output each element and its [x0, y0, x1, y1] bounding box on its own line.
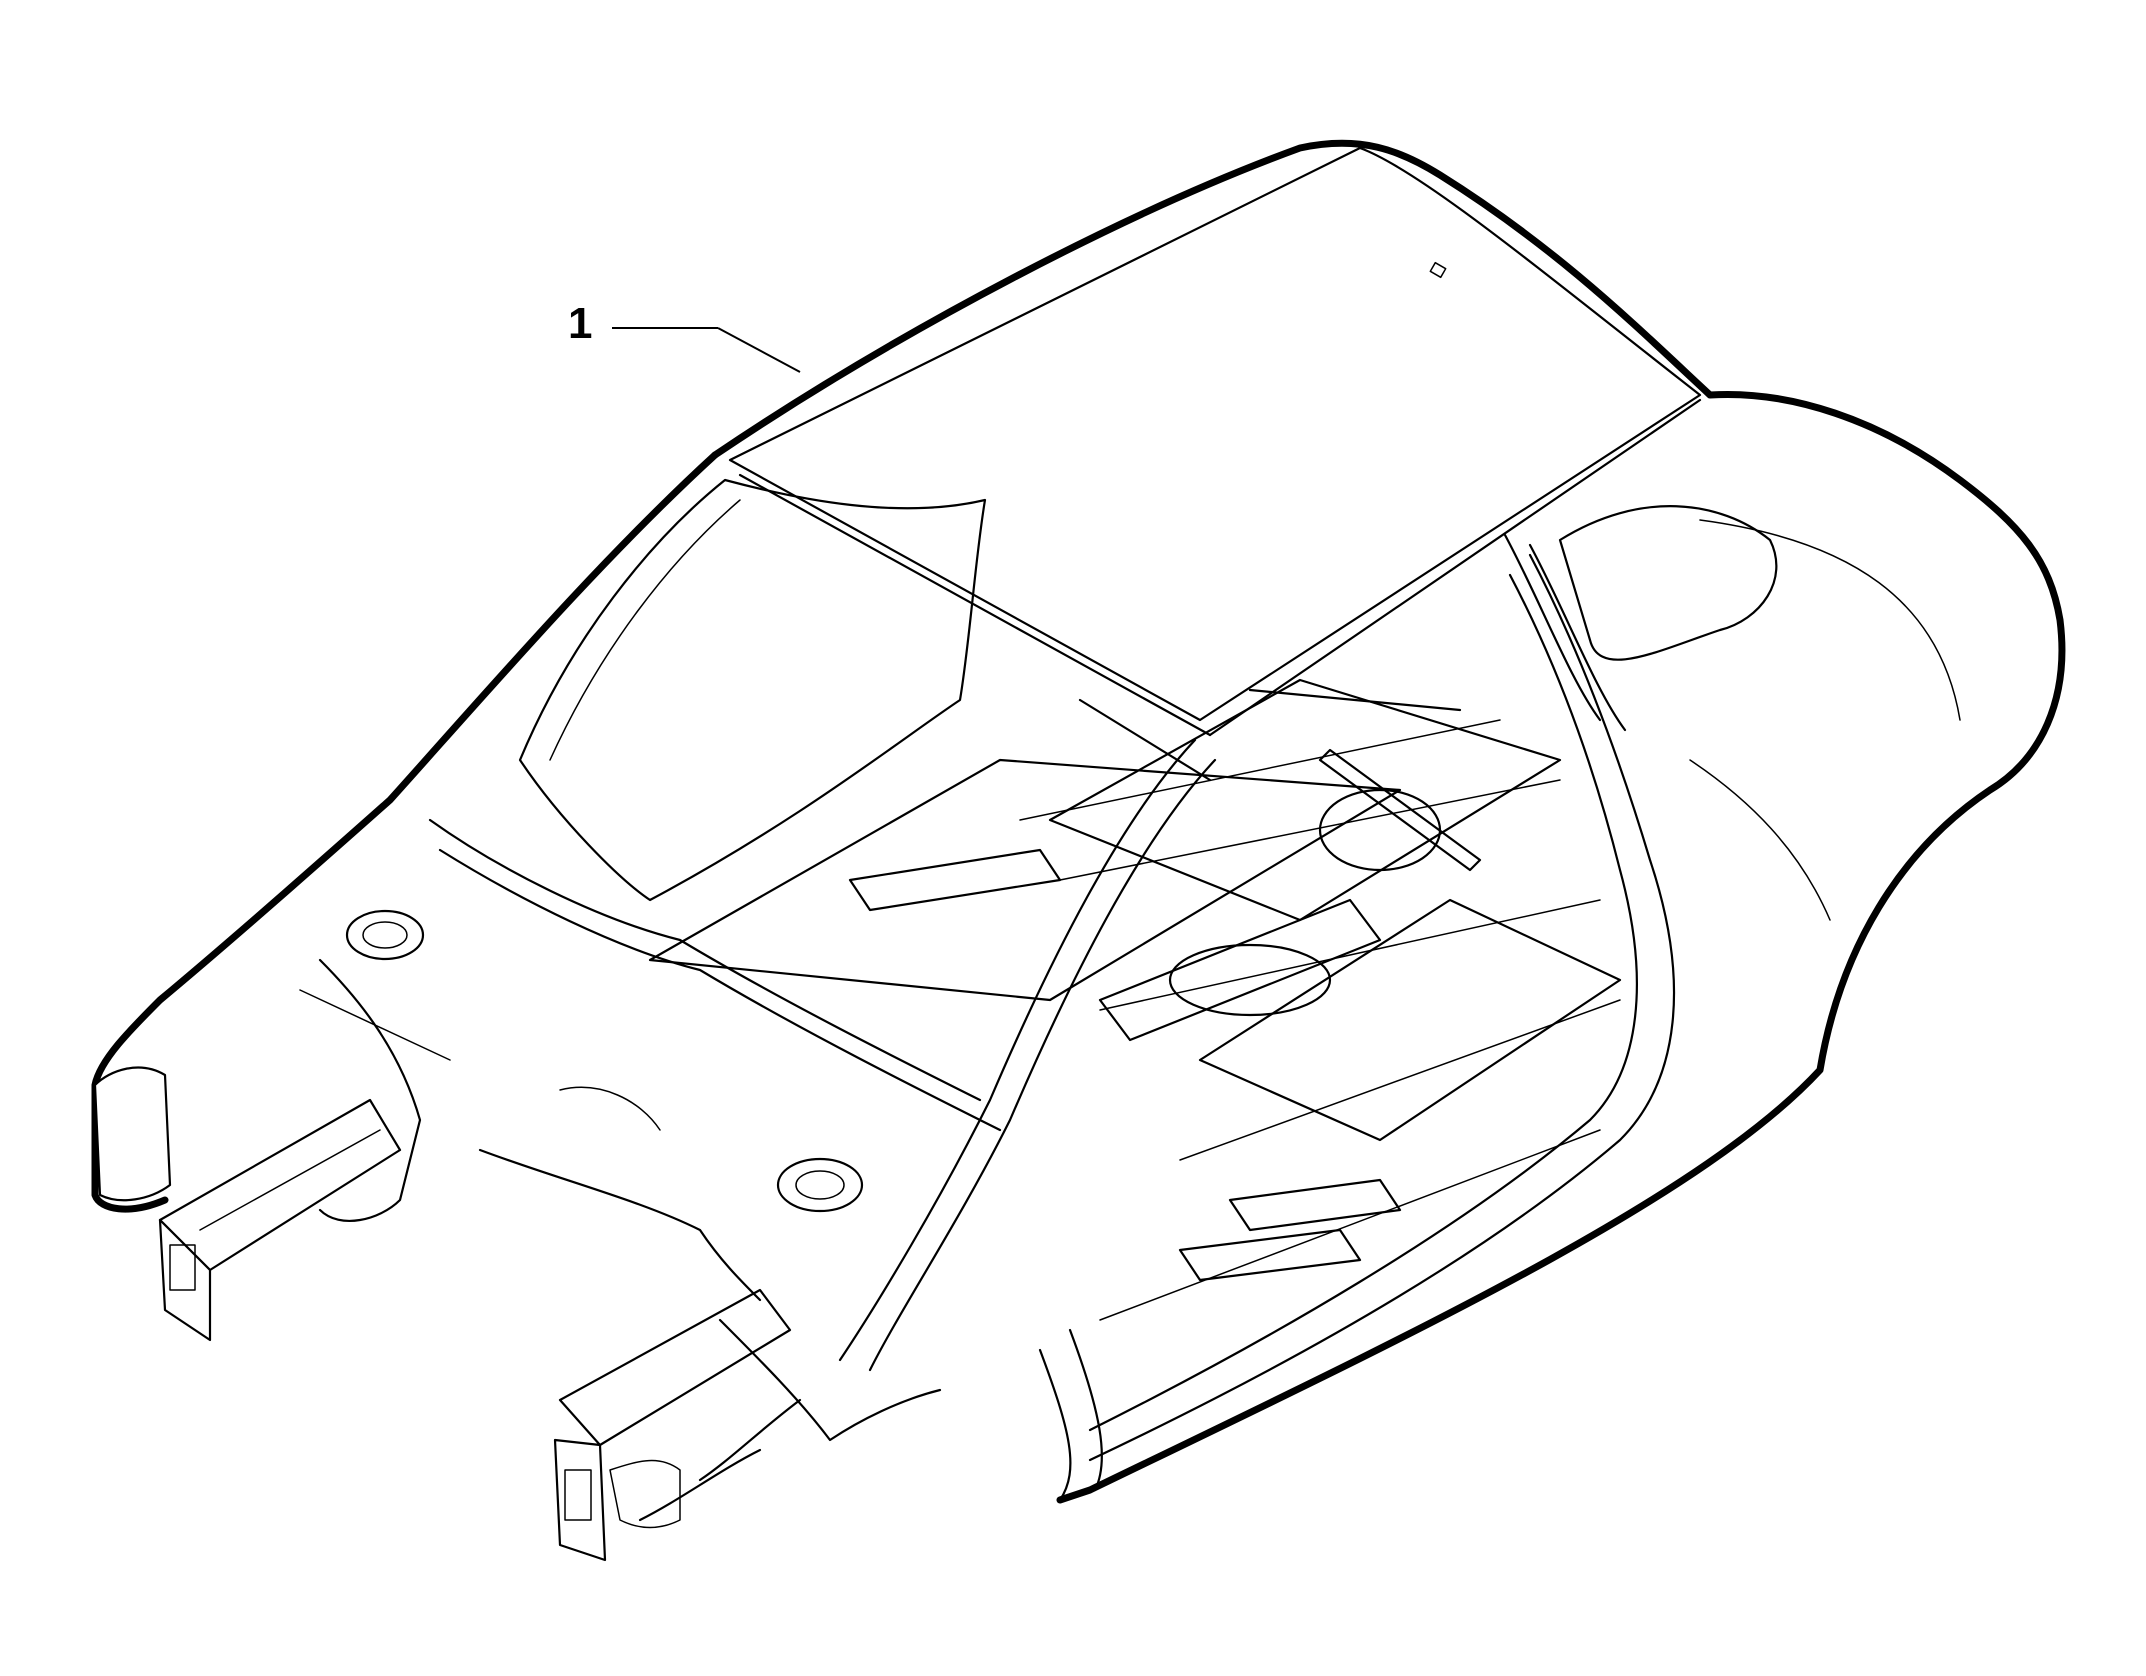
body-shell: [91, 139, 2066, 1504]
sill: [1038, 1129, 1601, 1502]
callout-1: 1: [568, 299, 801, 373]
floor-pan: [648, 678, 1622, 1282]
callout-leader-line-angled: [717, 327, 801, 373]
front-structure: [93, 818, 1002, 1562]
callout-label: 1: [568, 299, 592, 348]
side-frame: [838, 505, 1961, 1462]
windshield-opening: [518, 478, 987, 902]
